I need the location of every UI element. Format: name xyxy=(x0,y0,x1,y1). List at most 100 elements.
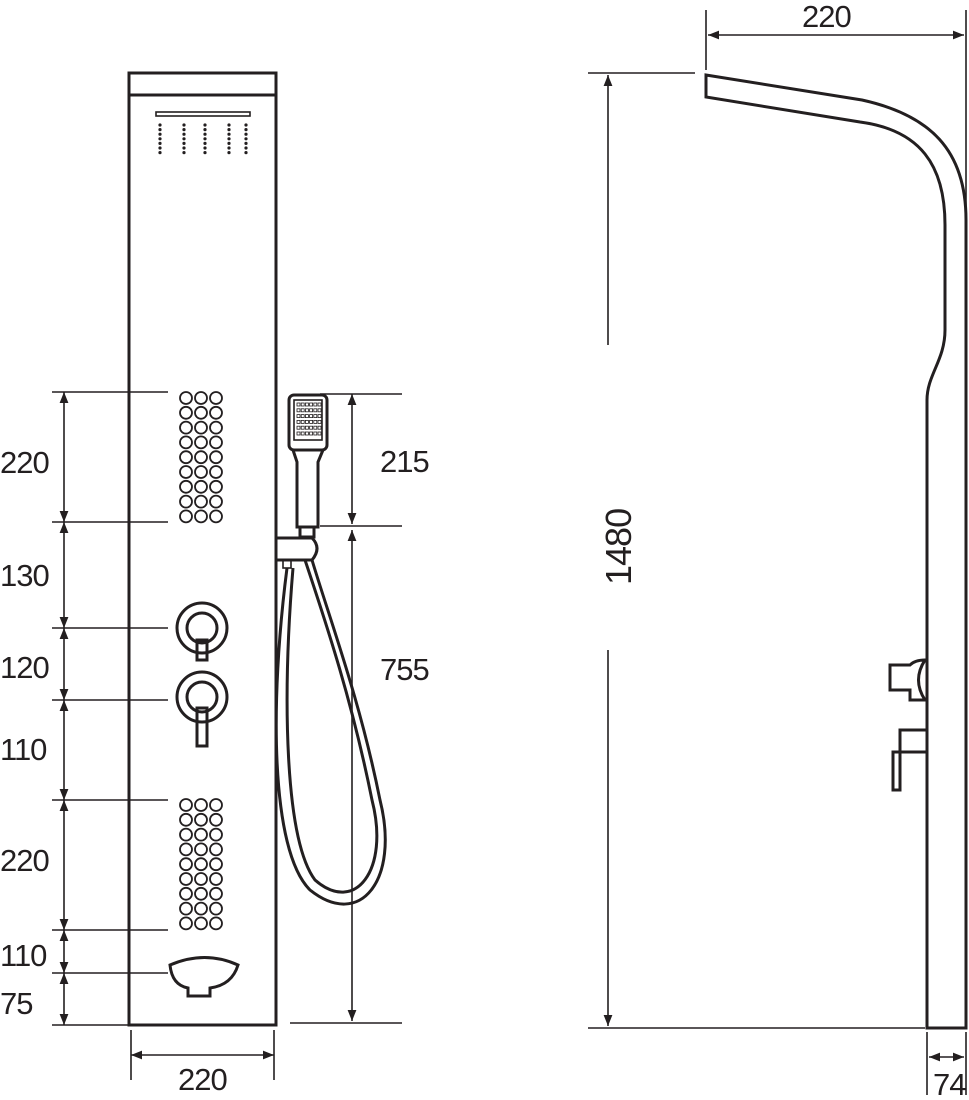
dot xyxy=(158,151,162,155)
jet-nozzle xyxy=(179,479,193,494)
dot xyxy=(182,151,186,155)
jet-nozzle xyxy=(209,842,223,857)
dot xyxy=(158,146,162,150)
jet-nozzle xyxy=(209,420,223,435)
dot xyxy=(158,123,162,127)
jet-nozzle xyxy=(179,842,193,857)
jet-nozzle xyxy=(179,509,193,524)
body-jets-upper xyxy=(179,391,223,524)
dot xyxy=(244,132,248,136)
dot xyxy=(227,128,231,132)
dot xyxy=(244,128,248,132)
jet-nozzle xyxy=(209,857,223,872)
dim-label: 130 xyxy=(0,558,49,593)
jet-nozzle xyxy=(194,450,208,465)
jet-nozzle xyxy=(194,420,208,435)
body-jets-lower xyxy=(179,798,223,931)
dim-label: 220 xyxy=(0,843,49,878)
dot xyxy=(203,132,207,136)
jet-nozzle xyxy=(179,435,193,450)
jet-nozzle xyxy=(194,857,208,872)
panel-outline xyxy=(127,71,278,1027)
dot xyxy=(227,123,231,127)
dot xyxy=(182,123,186,127)
dot xyxy=(244,146,248,150)
dot xyxy=(182,141,186,145)
jet-nozzle xyxy=(179,405,193,420)
jet-nozzle xyxy=(194,842,208,857)
holder-height-dim-label: 755 xyxy=(380,652,429,687)
jet-nozzle xyxy=(179,901,193,916)
dot xyxy=(203,137,207,141)
jet-nozzle xyxy=(194,901,208,916)
jet-nozzle xyxy=(194,405,208,420)
dot xyxy=(203,146,207,150)
jet-nozzle xyxy=(194,812,208,827)
jet-nozzle xyxy=(179,872,193,886)
jet-nozzle xyxy=(209,798,223,812)
hand-shower xyxy=(274,393,387,906)
jet-nozzle xyxy=(179,450,193,465)
dot xyxy=(244,137,248,141)
jet-nozzle xyxy=(209,886,223,901)
jet-nozzle xyxy=(194,479,208,494)
side-view: 1480 220 74 xyxy=(588,0,968,1100)
rain-shower-bar xyxy=(155,111,251,117)
jet-nozzle xyxy=(209,479,223,494)
jet-nozzle xyxy=(194,827,208,842)
jet-nozzle xyxy=(179,420,193,435)
jet-nozzle xyxy=(194,872,208,886)
dim-label: 110 xyxy=(0,732,47,767)
dot xyxy=(244,151,248,155)
jet-nozzle xyxy=(209,405,223,420)
dot xyxy=(182,146,186,150)
dot xyxy=(203,128,207,132)
diverter-knob xyxy=(175,601,229,662)
side-lever xyxy=(891,728,927,792)
tub-spout xyxy=(168,956,240,998)
dot xyxy=(227,137,231,141)
jet-nozzle xyxy=(209,916,223,931)
width-dim-label: 220 xyxy=(178,1062,227,1097)
jet-nozzle xyxy=(209,435,223,450)
jet-nozzle xyxy=(209,465,223,479)
jet-nozzle xyxy=(209,901,223,916)
jet-nozzle xyxy=(179,798,193,812)
dot xyxy=(227,151,231,155)
jet-nozzle xyxy=(194,494,208,509)
side-profile xyxy=(704,73,968,1030)
jet-nozzle xyxy=(209,494,223,509)
jet-nozzle xyxy=(194,509,208,524)
dot xyxy=(203,123,207,127)
dot xyxy=(158,141,162,145)
dot xyxy=(182,137,186,141)
side-knob xyxy=(888,658,928,702)
dot xyxy=(158,132,162,136)
depth-dim-label: 74 xyxy=(933,1067,966,1100)
jet-nozzle xyxy=(179,827,193,842)
dim-label: 120 xyxy=(0,650,49,685)
dim-label: 75 xyxy=(0,986,32,1021)
jet-nozzle xyxy=(194,465,208,479)
jet-nozzle xyxy=(179,916,193,931)
dot xyxy=(244,141,248,145)
side-dimension-lines xyxy=(588,10,967,1095)
mixer-knob xyxy=(175,670,229,748)
dot xyxy=(227,132,231,136)
dot xyxy=(158,128,162,132)
dim-label: 220 xyxy=(0,445,49,480)
dot xyxy=(158,137,162,141)
jet-nozzle xyxy=(179,886,193,901)
jet-nozzle xyxy=(194,435,208,450)
dot xyxy=(203,151,207,155)
dot xyxy=(227,141,231,145)
rain-shower-dots xyxy=(158,123,248,155)
jet-nozzle xyxy=(209,391,223,405)
height-dim-label: 1480 xyxy=(598,509,639,585)
hand-shower-dim-label: 215 xyxy=(380,444,429,479)
jet-nozzle xyxy=(194,886,208,901)
jet-nozzle xyxy=(179,391,193,405)
dim-label: 110 xyxy=(0,938,47,973)
jet-nozzle xyxy=(194,798,208,812)
